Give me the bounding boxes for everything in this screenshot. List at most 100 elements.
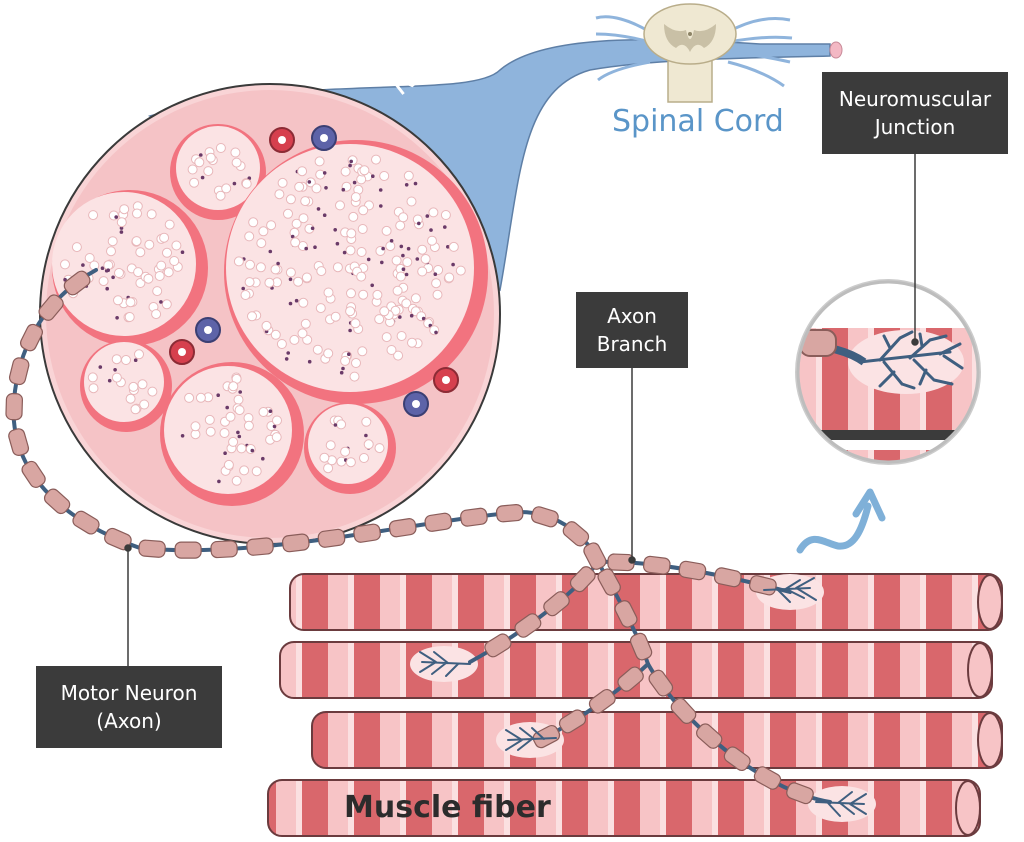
myelin-segment — [21, 460, 46, 488]
axon-dot — [223, 459, 234, 470]
axon-dot — [357, 224, 368, 234]
axon-dot — [393, 350, 404, 361]
axon-dot — [395, 271, 406, 282]
axon-dot — [370, 283, 375, 288]
axon-dot — [125, 393, 136, 404]
axon-dot — [403, 170, 414, 181]
axon-dot — [401, 298, 412, 309]
axon-dot — [215, 190, 226, 201]
axon-dot — [187, 164, 198, 175]
myelin-segment — [583, 542, 607, 570]
myelin-segment — [353, 523, 381, 543]
axon-dot — [432, 289, 443, 300]
myelin-segment — [8, 357, 30, 386]
axon-dot — [314, 156, 325, 167]
axon-dot — [356, 247, 367, 257]
axon-dot — [115, 316, 119, 320]
axon-dot — [125, 297, 136, 308]
axon-dot — [290, 234, 295, 239]
axon-dot — [340, 166, 351, 177]
axon-dot — [241, 286, 245, 291]
axon-dot — [379, 306, 390, 317]
axon-dot — [258, 407, 269, 417]
axon-dot — [133, 358, 138, 363]
axon-dot — [71, 242, 82, 253]
axon-dot — [345, 245, 356, 256]
axon-dot — [351, 358, 361, 368]
axon-dot — [271, 432, 282, 443]
axon-dot — [231, 157, 242, 168]
myelin-segment — [696, 723, 723, 749]
axon-dot — [290, 237, 301, 248]
axon-dot — [98, 365, 103, 369]
axon-dot — [378, 188, 383, 192]
axon-dot — [333, 423, 338, 427]
spinal-cord — [595, 3, 843, 103]
axon-dot — [239, 465, 250, 476]
myelin-segment — [614, 600, 638, 628]
axon-dot — [248, 217, 259, 228]
axon-dot — [434, 330, 438, 335]
axon-dot — [233, 394, 244, 405]
axon-dot — [288, 277, 293, 282]
axon-dot — [105, 286, 109, 291]
axon-dot — [359, 165, 370, 176]
axon-dot — [261, 320, 272, 331]
axon-dot — [286, 351, 291, 355]
axon-dot — [233, 256, 244, 267]
axon-dot — [195, 392, 206, 403]
axon-dot — [121, 355, 131, 365]
myelin-segment — [670, 697, 697, 725]
axon-dot — [60, 259, 70, 270]
myelin-segment — [174, 541, 202, 559]
axon-dot — [276, 261, 280, 266]
axon-dot — [417, 244, 428, 255]
axon-dot — [244, 277, 255, 288]
axon-dot — [225, 405, 229, 410]
axon-dot — [268, 409, 273, 414]
myelin-segment — [424, 512, 453, 532]
axon-dot — [103, 260, 114, 271]
myelin-segment — [246, 537, 274, 556]
myelin-segment — [562, 521, 590, 547]
axon-dot — [144, 239, 155, 250]
axon-dot — [402, 257, 413, 268]
axon-dot — [385, 241, 396, 252]
spinal-cord-label: Spinal Cord — [612, 104, 784, 139]
axon-dot — [111, 372, 122, 383]
axon-dot — [307, 180, 312, 184]
axon-dot — [116, 217, 127, 228]
axon-dot — [297, 328, 308, 339]
axon-dot — [162, 247, 172, 258]
myelin-segment — [786, 782, 814, 805]
axon-dot — [323, 287, 334, 298]
axon-dot — [215, 143, 226, 153]
axon-dot — [217, 479, 221, 484]
axon-dot — [194, 157, 205, 168]
axon-dot — [325, 440, 336, 451]
axon-dot — [358, 289, 369, 300]
axon-dot — [114, 268, 124, 278]
axon-dot — [379, 204, 383, 208]
axon-dot — [386, 345, 397, 355]
axon-dot — [440, 210, 451, 220]
myelin-segment — [72, 510, 100, 535]
axon-dot — [335, 241, 340, 246]
myelin-segment — [629, 632, 653, 661]
axon-dot — [446, 245, 450, 249]
axon-dot — [203, 166, 214, 177]
axon-dot — [272, 424, 277, 429]
axon-dot — [364, 433, 368, 438]
axon-dot — [396, 331, 407, 341]
axon-dot — [322, 213, 327, 217]
axon-dot — [236, 443, 247, 454]
myelin-segment — [282, 533, 310, 553]
axon-dot — [161, 299, 172, 310]
axon-dot — [106, 268, 110, 273]
axon-dot — [335, 200, 345, 211]
axon-dot — [205, 152, 216, 163]
axon-dot — [288, 301, 293, 306]
axon-dot — [341, 187, 346, 192]
axon-dot — [272, 415, 282, 426]
